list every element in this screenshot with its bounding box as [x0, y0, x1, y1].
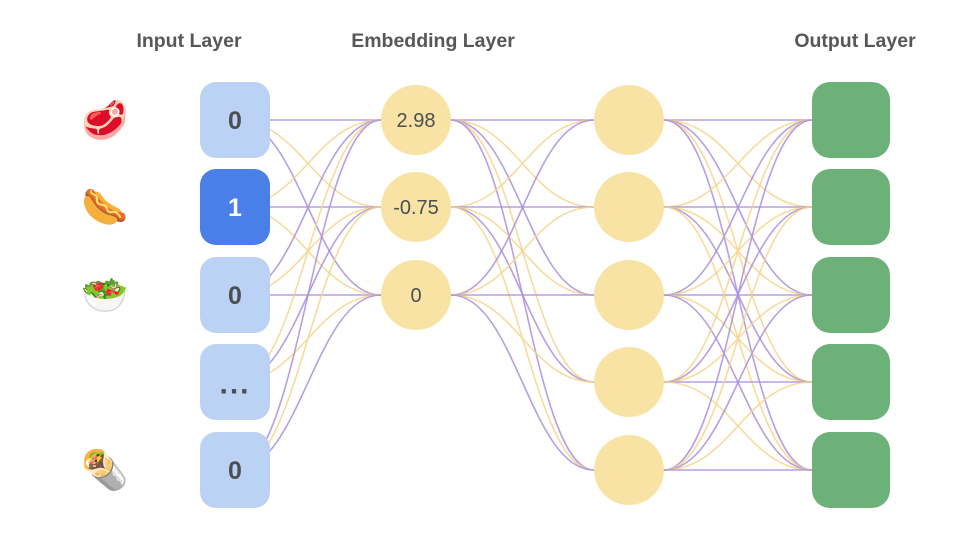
layer-title: Input Layer	[136, 30, 242, 52]
input-node-value: 0	[228, 107, 242, 135]
embedding-node-value: 0	[410, 285, 421, 307]
hidden-node[interactable]	[594, 260, 664, 330]
layer-titles-group: Input Layer Embedding Layer Output Layer	[136, 30, 916, 52]
layer-title: Embedding Layer	[351, 30, 515, 52]
connection-edge	[663, 381, 813, 471]
hidden-node[interactable]	[594, 347, 664, 417]
steak-plate-icon: 🥩	[81, 98, 128, 143]
embedding-node[interactable]	[381, 260, 451, 330]
hot-dog-icon: 🌭	[81, 185, 128, 229]
input-node[interactable]	[200, 257, 270, 333]
connection-edge	[663, 119, 813, 296]
connection-edge	[663, 119, 813, 208]
connection-edge	[663, 119, 813, 383]
output-node[interactable]	[812, 82, 890, 158]
output-node[interactable]	[812, 169, 890, 245]
connection-edge	[663, 294, 813, 471]
input-node-value: 0	[228, 457, 242, 485]
connection-edge	[450, 294, 595, 383]
connection-edge	[663, 119, 813, 471]
output-node[interactable]	[812, 344, 890, 420]
edges-group	[234, 119, 813, 471]
hidden-node[interactable]	[594, 435, 664, 505]
hidden-node[interactable]	[594, 85, 664, 155]
input-node-value: 0	[228, 282, 242, 310]
layer-title: Output Layer	[794, 30, 916, 52]
output-node[interactable]	[812, 432, 890, 508]
embedding-node[interactable]	[381, 85, 451, 155]
embedding-node[interactable]	[381, 172, 451, 242]
input-node[interactable]	[200, 344, 270, 420]
salad-bowl-icon: 🥗	[81, 273, 128, 317]
input-node[interactable]	[200, 432, 270, 508]
connection-edge	[450, 294, 595, 471]
edges-hidden-to-output	[663, 119, 813, 471]
embedding-node-value: 2.98	[397, 110, 436, 132]
connection-edge	[450, 119, 595, 296]
input-node[interactable]	[200, 82, 270, 158]
input-node-value: ...	[219, 368, 250, 401]
connection-edge	[450, 119, 595, 208]
connection-edge	[450, 206, 595, 296]
input-node-value: 1	[228, 194, 242, 222]
connection-edge	[234, 206, 382, 471]
output-node[interactable]	[812, 257, 890, 333]
connection-edge	[234, 119, 382, 383]
embedding-node-value: -0.75	[393, 197, 439, 219]
hidden-node[interactable]	[594, 172, 664, 242]
nodes-group: 🥩 0 🌭 1 🥗 0... 🌯 0 2.98 -0.75 0	[81, 82, 890, 508]
burrito-icon: 🌯	[81, 448, 128, 493]
input-node[interactable]	[200, 169, 270, 245]
edges-embedding-to-hidden	[450, 119, 595, 471]
connection-edge	[663, 206, 813, 471]
